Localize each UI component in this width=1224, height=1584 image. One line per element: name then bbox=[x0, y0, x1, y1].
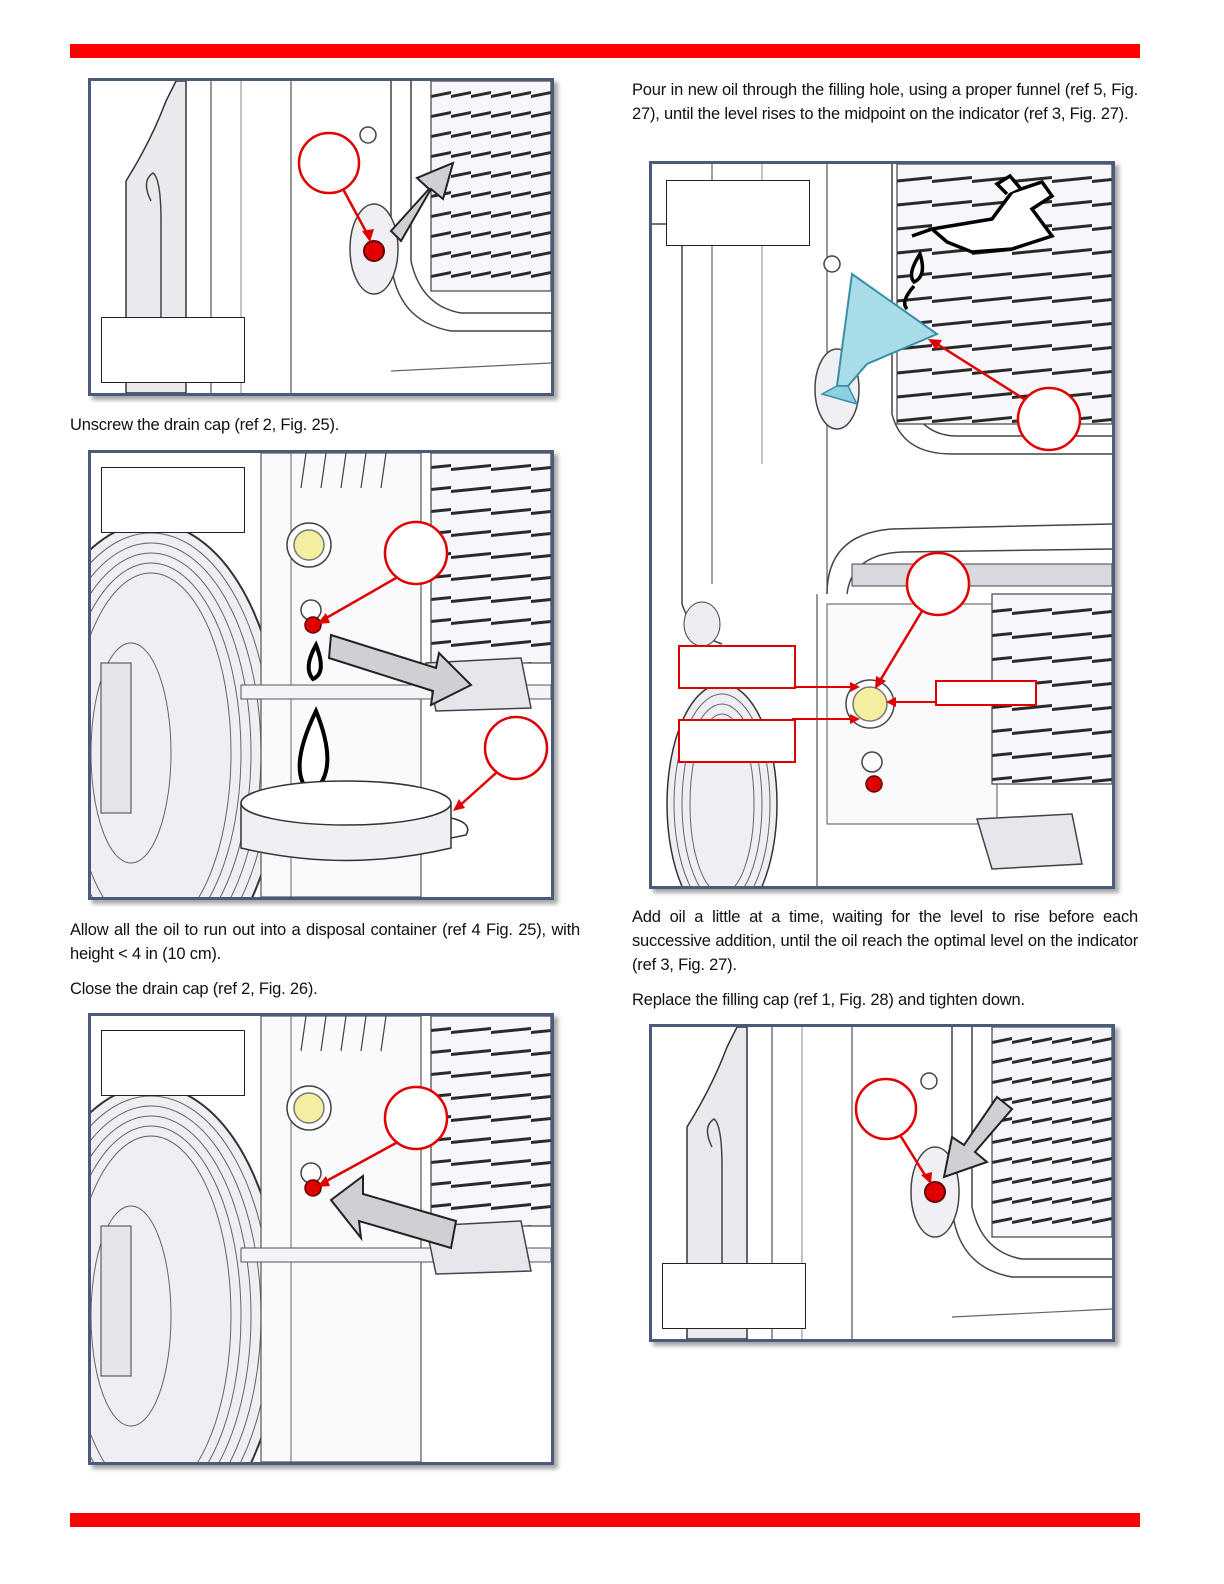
callout-circle bbox=[483, 715, 549, 781]
drain-cap-icon bbox=[304, 616, 322, 634]
generator-wheel-illustration bbox=[91, 453, 551, 897]
remove-arrow-icon bbox=[327, 633, 473, 707]
indicator-label-box bbox=[935, 680, 1037, 706]
bottom-red-rule bbox=[70, 1513, 1140, 1527]
remove-arrow-icon bbox=[389, 161, 455, 243]
callout-circle bbox=[383, 520, 449, 586]
callout-circle bbox=[297, 131, 361, 195]
oil-indicator-icon bbox=[293, 1092, 325, 1124]
max-level-label-box bbox=[678, 645, 796, 689]
figure-remove-cap bbox=[88, 78, 554, 396]
insert-arrow-icon bbox=[942, 1095, 1014, 1179]
callout-circle bbox=[383, 1085, 449, 1151]
step-pour-text: Pour in new oil through the filling hole… bbox=[632, 81, 1138, 123]
generator-wheel-illustration bbox=[91, 1016, 551, 1462]
figure-fill-oil bbox=[649, 161, 1115, 889]
figure-label-box bbox=[662, 1263, 806, 1329]
generator-illustration bbox=[125, 81, 551, 393]
drain-cap-icon bbox=[304, 1179, 322, 1197]
figure-close-drain bbox=[88, 1013, 554, 1465]
figure-label-box bbox=[101, 1030, 245, 1096]
oil-drop-icon bbox=[909, 249, 925, 285]
figure-label-box bbox=[101, 467, 245, 533]
insert-arrow-icon bbox=[329, 1174, 458, 1250]
funnel-icon bbox=[820, 272, 940, 406]
callout-circle bbox=[854, 1077, 918, 1141]
figure-label-box bbox=[101, 317, 245, 383]
figure-replace-cap bbox=[649, 1024, 1115, 1342]
figure-drain-oil bbox=[88, 450, 554, 900]
step-drain-text: Allow all the oil to run out into a disp… bbox=[70, 921, 580, 963]
step-replace-text: Replace the filling cap (ref 1, Fig. 28)… bbox=[632, 991, 1025, 1009]
step-add-text: Add oil a little at a time, waiting for … bbox=[632, 908, 1138, 974]
generator-fill-illustration bbox=[652, 164, 1112, 886]
callout-circle bbox=[1016, 386, 1082, 452]
step-unscrew-text: Unscrew the drain cap (ref 2, Fig. 25). bbox=[70, 416, 340, 434]
drain-cap-icon bbox=[363, 240, 385, 262]
drain-cap-icon bbox=[865, 775, 883, 793]
step-close-text: Close the drain cap (ref 2, Fig. 26). bbox=[70, 980, 318, 998]
oil-indicator-icon bbox=[852, 686, 888, 722]
disposal-pan-icon bbox=[240, 780, 469, 862]
top-red-rule bbox=[70, 44, 1140, 58]
generator-illustration bbox=[686, 1027, 1112, 1339]
oil-indicator-icon bbox=[293, 529, 325, 561]
oil-drop-icon bbox=[306, 640, 323, 682]
min-level-label-box bbox=[678, 719, 796, 763]
callout-circle bbox=[905, 551, 971, 617]
filling-cap-icon bbox=[924, 1181, 946, 1203]
figure-label-box bbox=[666, 180, 810, 246]
oil-can-icon bbox=[911, 173, 1055, 254]
